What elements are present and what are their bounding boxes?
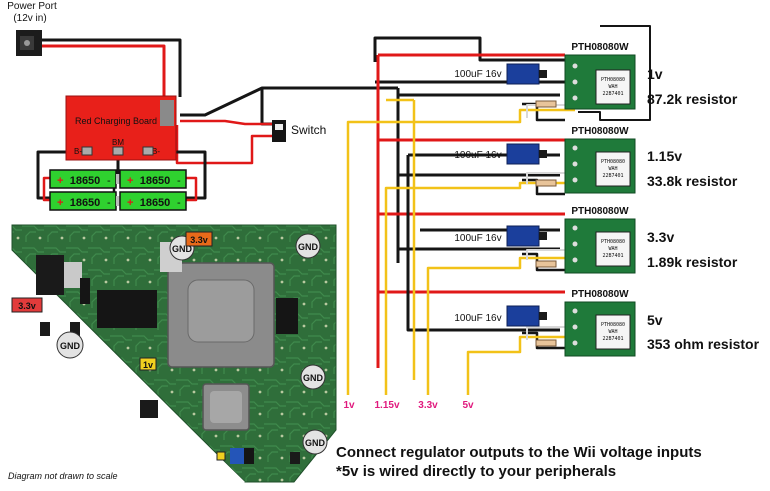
svg-text:+: + bbox=[57, 175, 63, 187]
svg-text:+: + bbox=[57, 197, 63, 209]
svg-text:PTH08080: PTH08080 bbox=[601, 159, 625, 165]
charging-board: Red Charging Board B+ BM B- bbox=[65, 95, 177, 161]
resistor bbox=[535, 179, 557, 187]
power-port: Power Port (12v in) bbox=[7, 1, 57, 56]
capacitor bbox=[506, 63, 540, 85]
pin-bm: BM bbox=[112, 138, 124, 147]
svg-text:22B7401: 22B7401 bbox=[602, 173, 623, 179]
svg-text:-: - bbox=[107, 197, 111, 209]
pad-label-3v3-left: 3.3v bbox=[18, 301, 36, 311]
svg-text:22B7401: 22B7401 bbox=[602, 91, 623, 97]
svg-text:PTH08080: PTH08080 bbox=[601, 77, 625, 83]
output-label-1v: 1v bbox=[343, 400, 355, 411]
svg-text:22B7401: 22B7401 bbox=[602, 253, 623, 259]
battery-cell: + 18650 - bbox=[119, 191, 187, 211]
charging-board-label: Red Charging Board bbox=[75, 116, 157, 126]
resistor bbox=[535, 260, 557, 268]
gnd-label: GND bbox=[305, 438, 326, 448]
svg-text:WAH: WAH bbox=[608, 329, 617, 335]
svg-text:WAH: WAH bbox=[608, 166, 617, 172]
output-labels: 1v 1.15v 3.3v 5v bbox=[343, 400, 474, 411]
battery-cell: + 18650 - bbox=[119, 169, 187, 189]
regulator-module: PTH08080W PTH08080 WAH 22B7401 100uF 16v… bbox=[454, 206, 738, 274]
regulator-resistor: 33.8k resistor bbox=[647, 173, 738, 189]
regulator-model: PTH08080W bbox=[571, 42, 629, 53]
regulator-model: PTH08080W bbox=[571, 206, 629, 217]
switch-label: Switch bbox=[291, 123, 326, 137]
output-label-5v: 5v bbox=[462, 400, 474, 411]
capacitor-label: 100uF 16v bbox=[454, 313, 501, 324]
svg-text:18650: 18650 bbox=[140, 175, 171, 187]
capacitor-label: 100uF 16v bbox=[454, 69, 501, 80]
svg-text:WAH: WAH bbox=[608, 84, 617, 90]
pad-label-3v3-top: 3.3v bbox=[190, 235, 208, 245]
regulator-voltage: 3.3v bbox=[647, 229, 674, 245]
regulator-voltage: 1.15v bbox=[647, 148, 682, 164]
gnd-label: GND bbox=[60, 341, 81, 351]
regulator-model: PTH08080W bbox=[571, 126, 629, 137]
capacitor bbox=[506, 143, 540, 165]
svg-text:-: - bbox=[177, 175, 181, 187]
svg-text:+: + bbox=[127, 197, 133, 209]
svg-text:22B7401: 22B7401 bbox=[602, 336, 623, 342]
battery-cell: + 18650 - bbox=[49, 169, 120, 189]
svg-text:18650: 18650 bbox=[70, 175, 101, 187]
svg-text:-: - bbox=[177, 197, 181, 209]
pad-label-1v15: 1.15v bbox=[190, 450, 213, 460]
battery-cell: + 18650 - bbox=[49, 191, 120, 211]
regulator-module: PTH08080W PTH08080 WAH 22B7401 100uF 16v… bbox=[454, 126, 738, 194]
gnd-label: GND bbox=[172, 244, 193, 254]
battery-pack: + 18650 - + 18650 - + 18650 - + 18650 - bbox=[49, 169, 187, 211]
gnd-label: GND bbox=[298, 242, 319, 252]
gnd-label: GND bbox=[303, 373, 324, 383]
pin-bminus: B- bbox=[152, 147, 160, 156]
resistor bbox=[535, 100, 557, 108]
regulator-resistor: 353 ohm resistor bbox=[647, 336, 760, 352]
capacitor bbox=[506, 305, 540, 327]
capacitor bbox=[506, 225, 540, 247]
svg-text:PTH08080: PTH08080 bbox=[601, 322, 625, 328]
regulator-model: PTH08080W bbox=[571, 289, 629, 300]
power-port-subtitle: (12v in) bbox=[13, 13, 46, 24]
svg-text:18650: 18650 bbox=[70, 197, 101, 209]
regulator-voltage: 1v bbox=[647, 66, 663, 82]
note-scale: Diagram not drawn to scale bbox=[8, 471, 118, 481]
power-switch: Switch bbox=[272, 120, 326, 142]
note-connect-outputs: Connect regulator outputs to the Wii vol… bbox=[336, 444, 702, 461]
svg-text:PTH08080: PTH08080 bbox=[601, 239, 625, 245]
note-5v-peripherals: *5v is wired directly to your peripheral… bbox=[336, 463, 616, 480]
svg-text:18650: 18650 bbox=[140, 197, 171, 209]
resistor bbox=[535, 339, 557, 347]
regulator-module: PTH08080W PTH08080 WAH 22B7401 100uF 16v… bbox=[454, 42, 738, 110]
pin-bplus: B+ bbox=[74, 147, 84, 156]
regulator-module: PTH08080W PTH08080 WAH 22B7401 100uF 16v… bbox=[454, 289, 760, 357]
svg-text:-: - bbox=[107, 175, 111, 187]
svg-text:+: + bbox=[127, 175, 133, 187]
wii-motherboard: GND GND GND GND GND 3.3v 3.3v 1v 1.15v bbox=[11, 224, 337, 483]
pad-label-1v: 1v bbox=[143, 360, 153, 370]
svg-text:WAH: WAH bbox=[608, 246, 617, 252]
memory-chip bbox=[97, 290, 157, 328]
regulator-voltage: 5v bbox=[647, 312, 663, 328]
output-label-1v15: 1.15v bbox=[374, 400, 399, 411]
capacitor-label: 100uF 16v bbox=[454, 150, 501, 161]
power-port-title: Power Port bbox=[7, 1, 57, 12]
output-label-3v3: 3.3v bbox=[418, 400, 438, 411]
regulator-resistor: 87.2k resistor bbox=[647, 91, 738, 107]
capacitor-label: 100uF 16v bbox=[454, 233, 501, 244]
regulator-resistor: 1.89k resistor bbox=[647, 254, 738, 270]
